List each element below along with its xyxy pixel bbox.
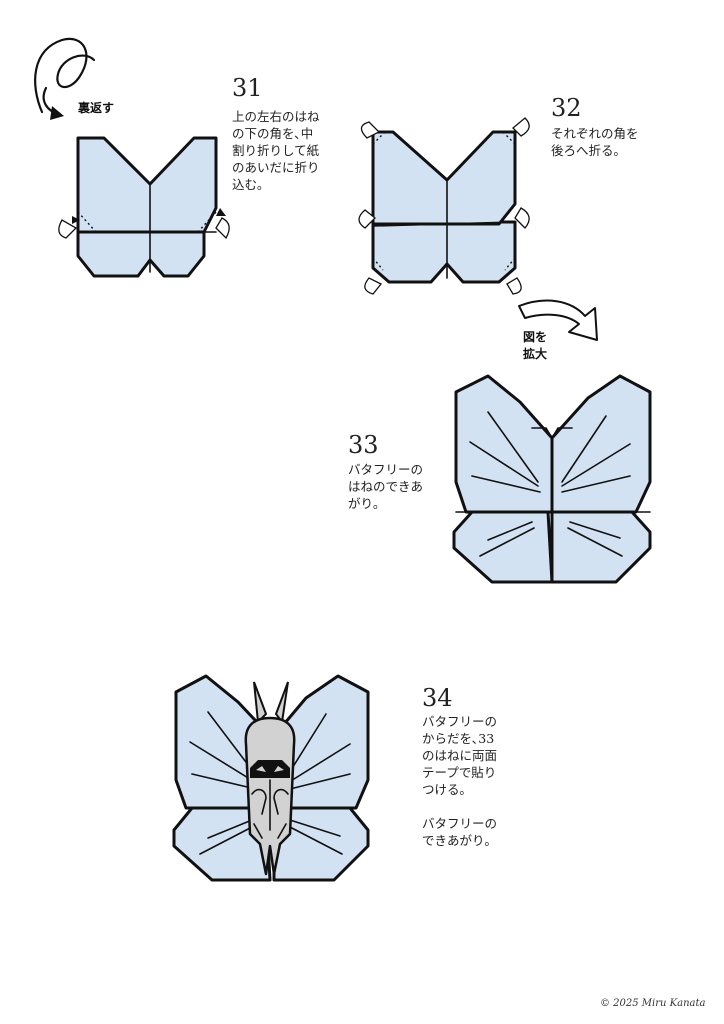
- step-32-diagram: [358, 117, 530, 295]
- step-32-number: 32: [551, 94, 582, 122]
- step-32-text: それぞれの角を 後ろへ折る｡: [551, 126, 639, 158]
- enlarge-label-line2: 拡大: [523, 347, 548, 361]
- step-34-diagram: [172, 674, 370, 882]
- step-33-diagram: [452, 374, 652, 584]
- copyright-credit: © 2025 Miru Kanata: [600, 998, 706, 1009]
- step-31-number: 31: [232, 74, 263, 102]
- flip-over-arrow: [34, 37, 96, 120]
- enlarge-arrow: [518, 299, 598, 341]
- step-31-text: 上の左右のはね の下の角を､中 割り折りして紙 のあいだに折り 込む｡: [232, 109, 320, 192]
- step-34-number: 34: [422, 684, 453, 712]
- enlarge-label-line1: 図を: [523, 330, 548, 344]
- step-31-diagram: [58, 136, 230, 278]
- butterfree-body: [244, 681, 296, 876]
- step-33-number: 33: [348, 431, 379, 459]
- flip-over-label: 裏返す: [78, 101, 115, 115]
- step-33-text: バタフリーの はねのできあ がり｡: [348, 462, 424, 511]
- step-34-text: バタフリーの からだを､33 のはねに両面 テープで貼り つける｡ バタフリーの…: [422, 714, 498, 848]
